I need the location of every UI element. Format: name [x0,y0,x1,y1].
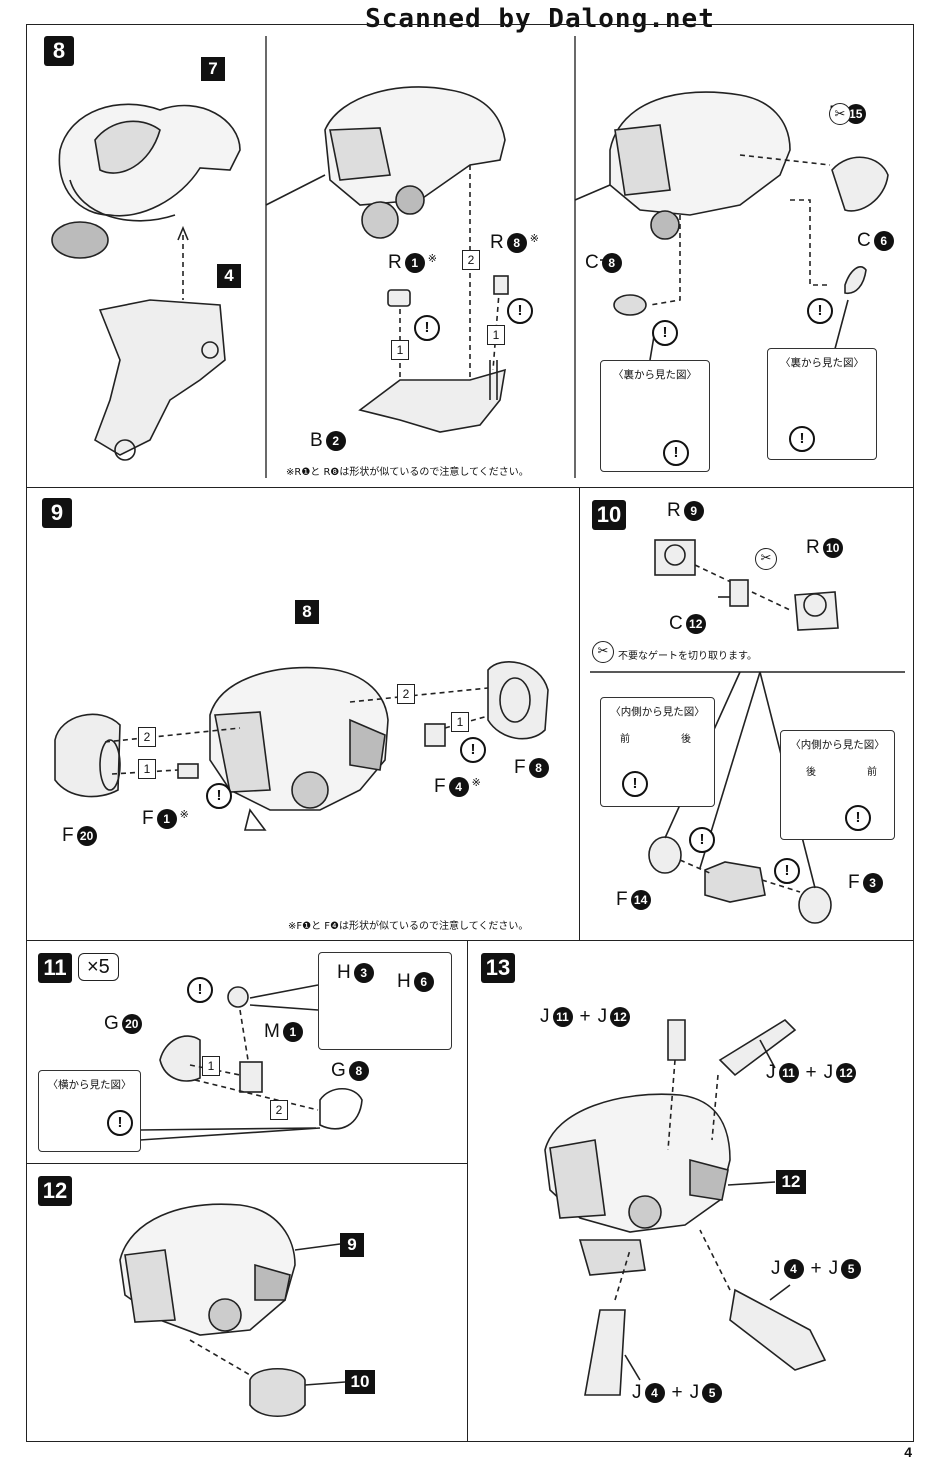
step13-number: 13 [481,953,515,983]
caution-icon: ! [206,783,232,809]
caution-icon: ! [789,426,815,452]
part-ref-9: 9 [340,1233,364,1257]
cut-icon: ✂ [592,641,614,663]
step10-number: 10 [592,500,626,530]
label-front: 前 [620,734,630,745]
multiplier-badge: ×5 [78,953,119,981]
step8-number: 8 [44,36,74,66]
caution-icon: ! [845,805,871,831]
cut-icon: ✂ [829,103,851,125]
page-number: 4 [904,1444,912,1460]
caution-icon: ! [187,977,213,1003]
part-ref-4: 4 [217,264,241,288]
order-marker-1: 1 [391,340,409,360]
order-marker-2: 2 [462,250,480,270]
step9-number: 9 [42,498,72,528]
part-ref-10: 10 [345,1370,375,1394]
caution-icon: ! [622,771,648,797]
scan-credit: Scanned by Dalong.net [365,4,715,34]
label-back: 後 [806,767,816,778]
part-ref-8: 8 [295,600,319,624]
caution-icon: ! [107,1110,133,1136]
caution-icon: ! [807,298,833,324]
caution-icon: ! [774,858,800,884]
step9-panel [26,487,580,941]
step8-note: ※R❶と R❽は形状が似ているので注意してください。 [286,467,529,478]
back-view-box-c8: 〈裏から見た図〉 [600,360,710,472]
caution-icon: ! [652,320,678,346]
label-back: 後 [681,734,691,745]
caution-icon: ! [414,315,440,341]
order-marker-2: 2 [270,1100,288,1120]
step12-panel [26,1163,468,1442]
step11-number: 11 [38,953,72,983]
order-marker-1: 1 [487,325,505,345]
back-view-box-c6: 〈裏から見た図〉 [767,348,877,460]
gate-note: 不要なゲートを切り取ります。 [618,651,757,662]
inner-view-box-f14: 〈内側から見た図〉 前 後 [600,697,715,807]
cut-icon: ✂ [755,548,777,570]
part-ref-12: 12 [776,1170,806,1194]
caution-icon: ! [507,298,533,324]
step12-number: 12 [38,1176,72,1206]
inset-box-h [318,952,452,1050]
part-ref-7: 7 [201,57,225,81]
inner-view-box-f3: 〈内側から見た図〉 後 前 [780,730,895,840]
step9-note: ※F❶と F❹は形状が似ているので注意してください。 [288,921,529,932]
step13-panel [467,940,914,1442]
order-marker-1: 1 [202,1056,220,1076]
label-front: 前 [867,767,877,778]
order-marker-2: 2 [138,727,156,747]
order-marker-2: 2 [397,684,415,704]
order-marker-1: 1 [138,759,156,779]
caution-icon: ! [689,827,715,853]
order-marker-1: 1 [451,712,469,732]
caution-icon: ! [663,440,689,466]
caution-icon: ! [460,737,486,763]
label-r15: R15✂ [829,103,866,125]
side-view-box: 〈横から見た図〉 [38,1070,141,1152]
